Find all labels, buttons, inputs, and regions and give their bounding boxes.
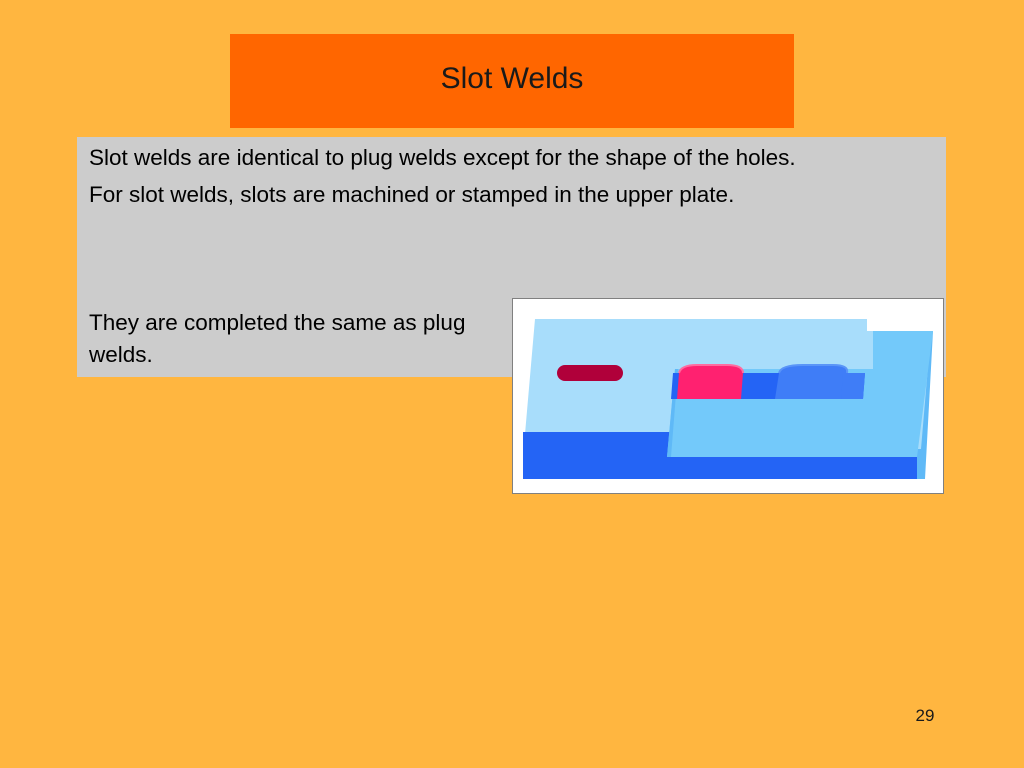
title-bar: Slot Welds: [230, 34, 794, 128]
bullet-text-2: For slot welds, slots are machined or st…: [89, 182, 735, 207]
lower-plate-side: [917, 331, 933, 479]
slide-title: Slot Welds: [440, 62, 584, 95]
bullet-text-3: They are completed the same as plug weld…: [89, 310, 466, 367]
slot-groove: [775, 365, 848, 399]
slot-weld-top-view: [557, 365, 623, 381]
bullet-text-1: Slot welds are identical to plug welds e…: [89, 145, 796, 170]
slot-weld-drawing: [523, 319, 933, 479]
slot-weld-bead: [677, 365, 743, 399]
slot-weld-illustration: [512, 298, 944, 494]
content-box: Slot welds are identical to plug welds e…: [77, 137, 946, 377]
page-number: 29: [915, 706, 935, 725]
slot-channel-end: [841, 373, 865, 399]
